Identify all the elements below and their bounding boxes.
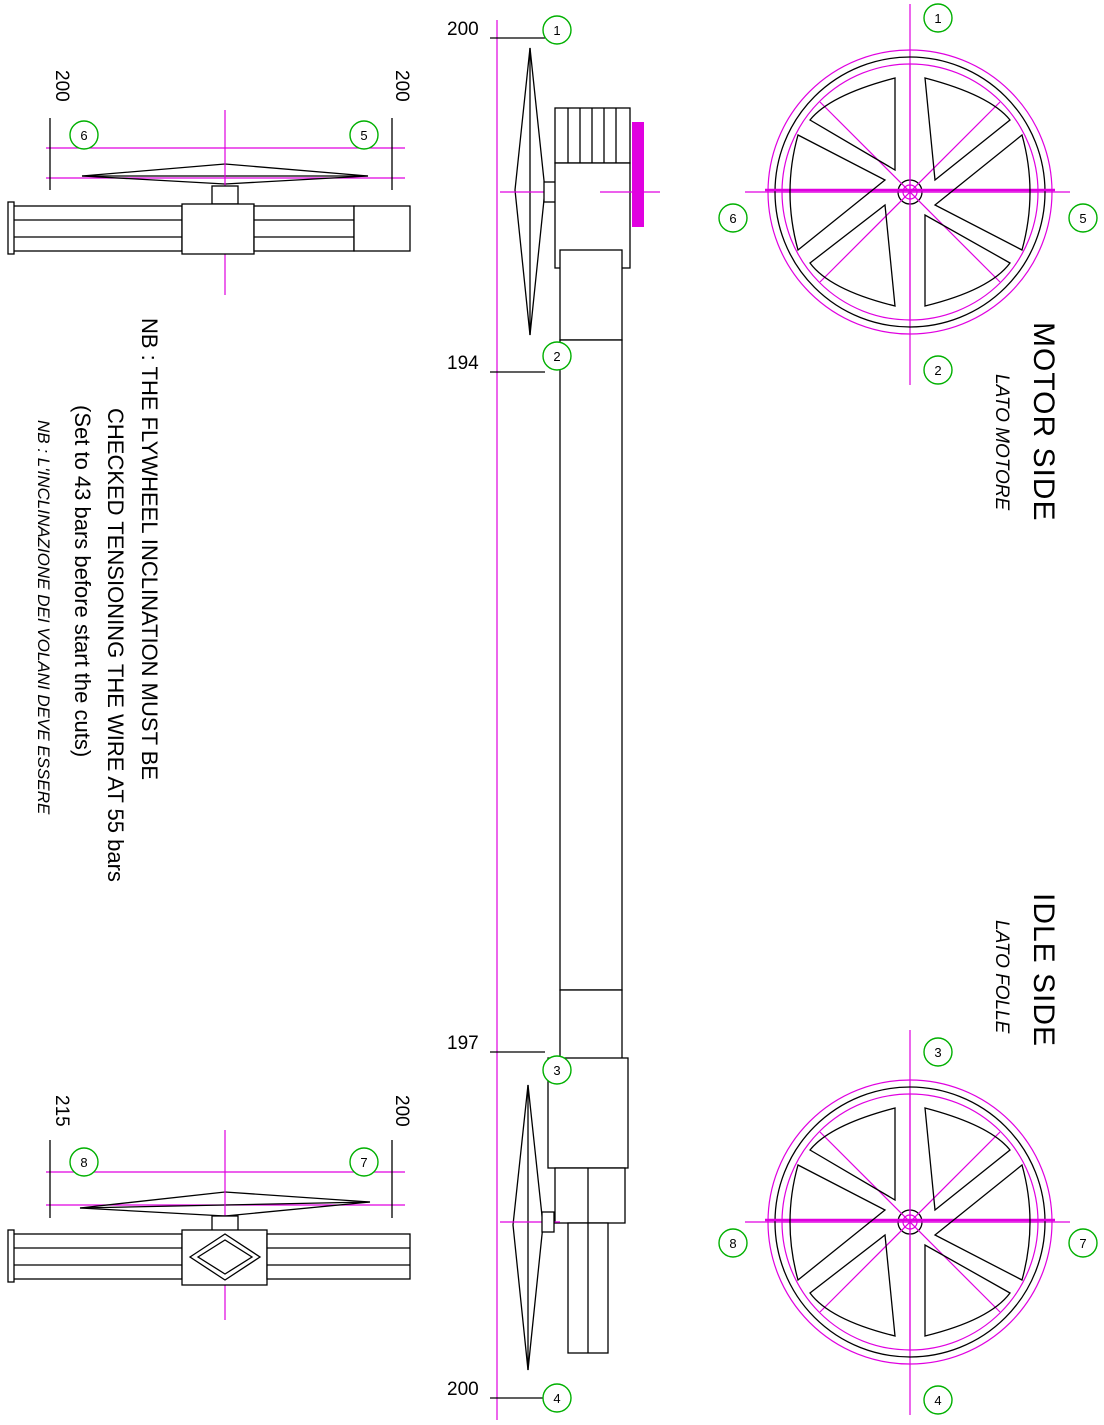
- svg-text:7: 7: [360, 1155, 367, 1170]
- dimension-left-top-a: 200: [51, 70, 72, 102]
- left-marker-8: 8: [69, 1147, 99, 1177]
- dimension-lower-mid: 197: [447, 1033, 479, 1054]
- idle-marker-7: 7: [1068, 1228, 1098, 1258]
- left-bottom-detail: [7, 1130, 411, 1320]
- idle-marker-3: 3: [923, 1037, 953, 1067]
- note-line-1: NB : THE FLYWHEEL INCLINATION MUST BE: [137, 318, 162, 780]
- svg-text:1: 1: [934, 11, 941, 26]
- svg-text:5: 5: [360, 128, 367, 143]
- dimension-bottom: 200: [447, 1379, 479, 1400]
- svg-text:3: 3: [553, 1063, 560, 1078]
- idle-side-wheel: [745, 1030, 1070, 1415]
- center-marker-4: 4: [542, 1383, 572, 1413]
- dimension-left-bottom-b: 200: [391, 1095, 412, 1127]
- svg-text:6: 6: [80, 128, 87, 143]
- dimension-top: 200: [447, 19, 479, 40]
- motor-marker-5: 5: [1068, 203, 1098, 233]
- note-line-3: (Set to 43 bars before start the cuts): [70, 405, 95, 757]
- dimension-left-top-b: 200: [391, 70, 412, 102]
- svg-text:2: 2: [553, 349, 560, 364]
- left-marker-6: 6: [69, 120, 99, 150]
- motor-side-title: MOTOR SIDE: [1027, 322, 1060, 521]
- motor-side-subtitle: LATO MOTORE: [991, 374, 1012, 511]
- svg-text:6: 6: [729, 211, 736, 226]
- motor-side-wheel: [745, 4, 1070, 385]
- center-marker-2: 2: [542, 341, 572, 371]
- note-line-4: NB : L'INCLINAZIONE DEI VOLANI DEVE ESSE…: [34, 420, 53, 815]
- center-marker-3: 3: [542, 1055, 572, 1085]
- svg-text:8: 8: [80, 1155, 87, 1170]
- motor-marker-1: 1: [923, 3, 953, 33]
- svg-text:1: 1: [553, 23, 560, 38]
- left-top-detail: [7, 110, 411, 295]
- center-elevation: [490, 20, 660, 1420]
- idle-marker-8: 8: [718, 1228, 748, 1258]
- idle-side-title: IDLE SIDE: [1027, 893, 1060, 1047]
- left-marker-7: 7: [349, 1147, 379, 1177]
- dimension-left-bottom-a: 215: [51, 1095, 72, 1127]
- idle-side-subtitle: LATO FOLLE: [991, 920, 1012, 1034]
- motor-marker-2: 2: [923, 355, 953, 385]
- center-marker-1: 1: [542, 15, 572, 45]
- left-marker-5: 5: [349, 120, 379, 150]
- svg-text:7: 7: [1079, 1236, 1086, 1251]
- svg-text:8: 8: [729, 1236, 736, 1251]
- motor-marker-6: 6: [718, 203, 748, 233]
- idle-marker-4: 4: [923, 1385, 953, 1415]
- svg-text:4: 4: [553, 1391, 560, 1406]
- svg-text:2: 2: [934, 363, 941, 378]
- svg-text:5: 5: [1079, 211, 1086, 226]
- dimension-upper-mid: 194: [447, 353, 479, 374]
- svg-text:4: 4: [934, 1393, 941, 1408]
- note-line-2: CHECKED TENSIONING THE WIRE AT 55 bars: [103, 408, 128, 882]
- svg-text:3: 3: [934, 1045, 941, 1060]
